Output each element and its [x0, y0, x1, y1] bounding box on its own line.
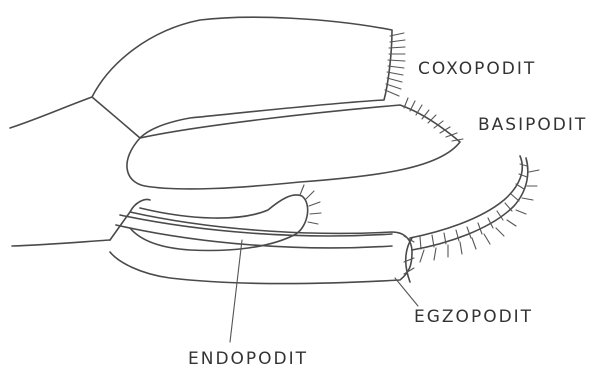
coxopodit-setae [385, 33, 405, 96]
coxopodit-segment [92, 17, 392, 138]
label-egzopodit: EGZOPODIT [414, 307, 533, 327]
body-outline-lower [12, 240, 110, 246]
basipodit-setae [404, 98, 463, 141]
flagellum-segments [420, 164, 527, 249]
label-endopodit: ENDOPODIT [188, 349, 308, 369]
flagellum-outer [410, 156, 522, 238]
endopodit-leader-line [230, 240, 242, 342]
basipodit-segment [127, 105, 460, 189]
label-basipodit: BASIPODIT [478, 115, 587, 135]
egzopodit-leader-line [395, 278, 418, 306]
label-coxopodit: COXOPODIT [418, 59, 536, 79]
endopodit-setae [300, 185, 321, 224]
body-outline-upper [10, 97, 92, 128]
